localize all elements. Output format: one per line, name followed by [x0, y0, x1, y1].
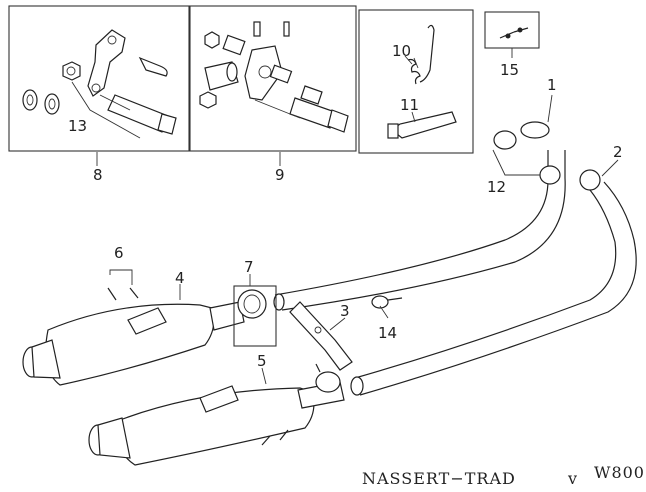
callout-6: 6 [114, 244, 124, 262]
muffler-left-5 [88, 381, 345, 466]
callout-3: 3 [340, 302, 350, 320]
callout-10: 10 [392, 42, 411, 60]
bracket-assembly-8 [22, 29, 177, 139]
exhaust-pipe-2 [350, 169, 637, 396]
callout-9: 9 [275, 166, 285, 184]
caption-v-mark: v [567, 469, 578, 488]
inset-box-8 [8, 5, 190, 152]
callout-2: 2 [613, 143, 623, 161]
caption-model-code: W800 [594, 463, 645, 482]
clamp-7 [233, 285, 277, 347]
caption-model-text: NASSERT−TRAD [362, 469, 516, 488]
callout-7: 7 [244, 258, 254, 276]
callout-15: 15 [500, 61, 519, 79]
spring-and-tube [387, 24, 457, 139]
callout-5: 5 [257, 352, 267, 370]
bracket-assembly-9 [199, 21, 349, 133]
gasket-upper [493, 130, 517, 150]
inset-box-15 [484, 11, 540, 49]
clamp-lower [315, 363, 341, 393]
connector-pipe-3 [289, 301, 353, 371]
callout-13: 13 [68, 117, 87, 135]
callout-1: 1 [547, 76, 557, 94]
clamp-14 [371, 295, 403, 309]
inset-box-9 [189, 5, 357, 152]
callout-12: 12 [487, 178, 506, 196]
callout-14: 14 [378, 324, 397, 342]
gasket-lower [539, 165, 561, 185]
callout-4: 4 [175, 269, 185, 287]
muffler-bolts-5 [261, 429, 289, 446]
callout-8: 8 [93, 166, 103, 184]
muffler-right-4 [22, 301, 245, 386]
exhaust-pipe-1 [273, 121, 566, 311]
callout-11: 11 [400, 96, 419, 114]
screw-set-15 [499, 27, 529, 39]
muffler-bolts-6 [107, 269, 139, 301]
inset-box-10-11 [358, 9, 474, 154]
